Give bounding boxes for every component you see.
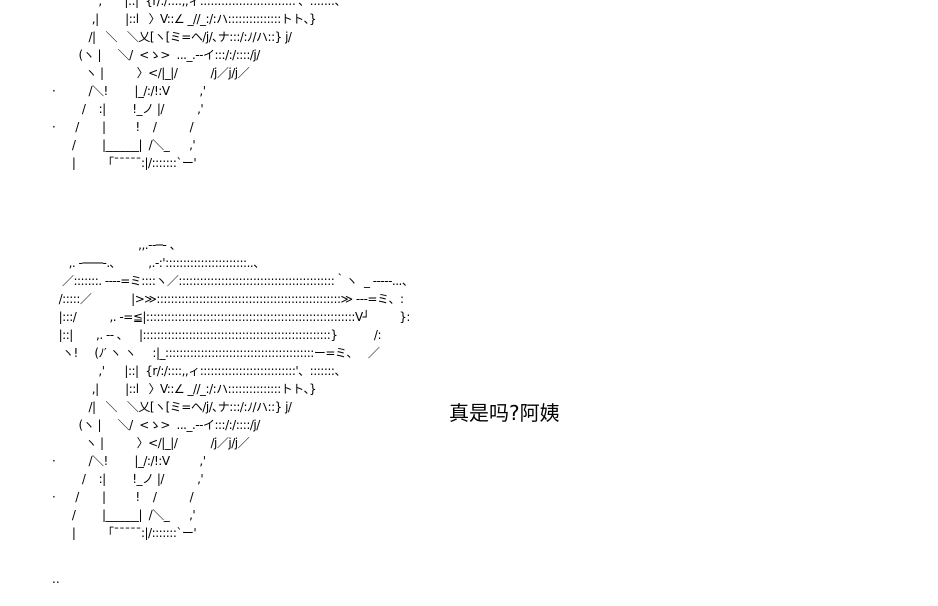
ascii-art-figure-top: ,' |::| {r/:/::::,,ィ::::::::::::::::::::… <box>52 0 346 170</box>
ascii-art-figure-bottom: ,,.--─- 、 ,. -───-.､ ,.-:'::::::::::::::… <box>52 238 414 540</box>
stray-dots: .. <box>52 572 60 586</box>
dialogue-text: 真是吗?阿姨 <box>449 401 560 425</box>
